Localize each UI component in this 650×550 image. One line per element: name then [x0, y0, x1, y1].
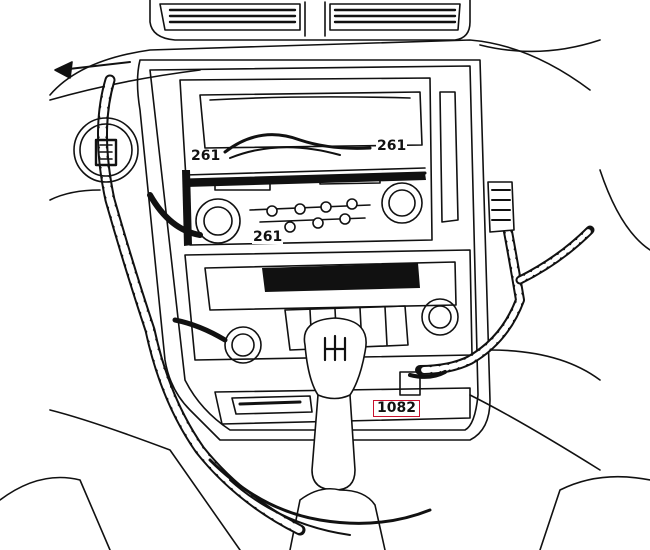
callout-261-top-left: 261 — [190, 148, 222, 164]
callout-261-bottom: 261 — [252, 229, 284, 245]
air-vent-top — [149, 0, 471, 41]
callout-261-top-right: 261 — [376, 138, 408, 154]
gear-lever — [289, 317, 386, 550]
dashboard-contours — [0, 39, 650, 550]
lower-cables — [208, 370, 447, 536]
wire-bundle-radio — [223, 133, 372, 154]
display-bar — [262, 263, 420, 292]
lower-slot — [214, 371, 471, 425]
callout-1082-highlighted: 1082 — [373, 400, 420, 417]
wire-harness-right — [415, 181, 595, 375]
round-switch — [73, 117, 139, 183]
